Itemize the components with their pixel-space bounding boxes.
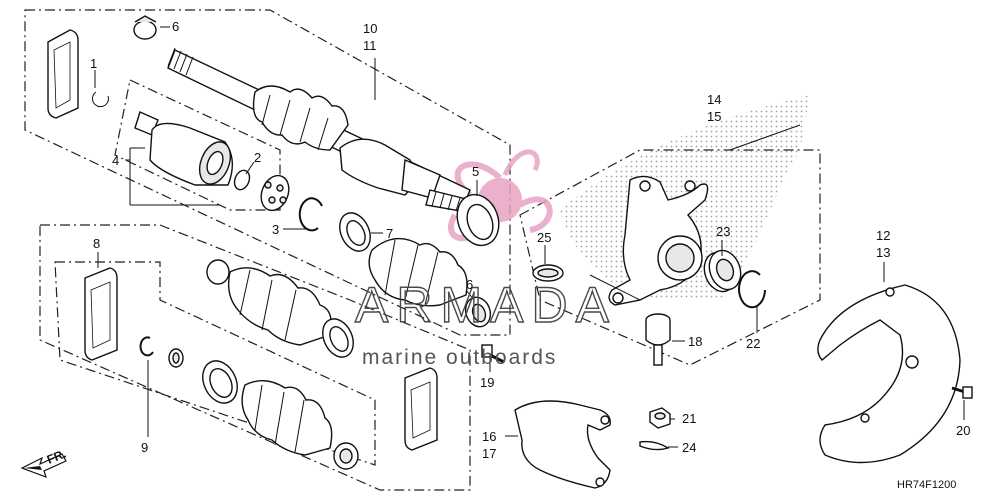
- drive-shaft-assembly: [167, 47, 471, 213]
- callout-3: 3: [272, 222, 279, 237]
- frame-driveshaft-assembly: [24, 9, 511, 336]
- callout-10: 10: [363, 21, 377, 36]
- frame-lower-boot-set: [39, 224, 471, 491]
- frame-knuckle-group: [519, 149, 821, 366]
- seal-kit-card-right-icon: [404, 367, 438, 451]
- frame-inner-joint-group: [114, 79, 281, 211]
- seal-kit-card-top-icon: [47, 29, 79, 119]
- part-1-circlip: [92, 91, 109, 108]
- part-20-bolt: [951, 386, 973, 399]
- callout-1: 1: [90, 56, 97, 71]
- part-5-band-clamp: [456, 193, 500, 247]
- callout-18: 18: [688, 334, 702, 349]
- seal-kit-card-8-icon: [84, 267, 118, 361]
- callout-5: 5: [472, 164, 479, 179]
- part-22-circlip: [738, 270, 766, 309]
- callout-6-mid: 6: [466, 277, 473, 292]
- watermark-subtitle: marine outboards: [362, 346, 557, 369]
- boot-outer: [368, 237, 468, 307]
- part-24-cotter-pin: [639, 440, 670, 451]
- part-6-band-top-icon: [133, 15, 157, 40]
- callout-17: 17: [482, 446, 496, 461]
- boot-lower-lower: [202, 360, 359, 470]
- part-2-snap-ring: [233, 169, 251, 191]
- callout-11: 11: [363, 38, 377, 53]
- direction-label: FR.: [45, 447, 68, 467]
- diagram-code: HR74F1200: [897, 479, 956, 491]
- part-18-ball-joint: [645, 313, 671, 366]
- callout-20: 20: [956, 423, 970, 438]
- part-23-bearing: [703, 249, 742, 293]
- boot-lower-upper: [206, 259, 354, 358]
- callout-9: 9: [141, 440, 148, 455]
- callout-16: 16: [482, 429, 496, 444]
- front-direction-arrow-icon: FR.: [20, 447, 68, 479]
- part-7-band-clamp: [339, 212, 371, 252]
- callout-19: 19: [480, 375, 494, 390]
- part-4-inner-joint: [134, 111, 233, 186]
- callout-23: 23: [716, 224, 730, 239]
- brake-panel: [817, 284, 961, 464]
- callout-15: 15: [707, 109, 721, 124]
- callout-4: 4: [112, 153, 119, 168]
- callout-8: 8: [93, 236, 100, 251]
- bracket: [514, 400, 611, 489]
- frame-boot-kit-9: [54, 261, 376, 466]
- leader-lines: [94, 26, 965, 448]
- callout-14: 14: [707, 92, 721, 107]
- bearing-cage: [260, 174, 290, 212]
- part-19-bolt: [481, 344, 505, 364]
- callout-6-top: 6: [172, 19, 179, 34]
- callout-25: 25: [537, 230, 551, 245]
- callout-24: 24: [682, 440, 696, 455]
- steering-knuckle: [608, 175, 709, 306]
- callout-22: 22: [746, 336, 760, 351]
- callout-7: 7: [386, 226, 393, 241]
- callout-12: 12: [876, 228, 890, 243]
- callout-21: 21: [682, 411, 696, 426]
- watermark-title: ARMADA: [355, 277, 617, 333]
- callout-13: 13: [876, 245, 890, 260]
- lower-rings: [139, 336, 184, 368]
- part-3-circlip: [298, 197, 323, 232]
- part-25-seal: [532, 264, 564, 282]
- callout-2: 2: [254, 150, 261, 165]
- part-21-nut: [649, 407, 671, 429]
- part-6-band-mid-icon: [464, 296, 492, 328]
